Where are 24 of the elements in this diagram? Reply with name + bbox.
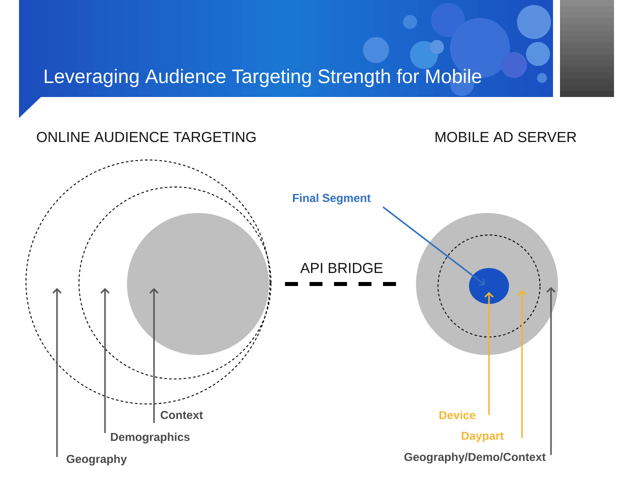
leader-label: Device: [439, 410, 476, 420]
dashed-circle: [26, 160, 270, 404]
leader-arrow: [546, 287, 556, 455]
leader-label: Context: [160, 410, 203, 420]
section-heading: MOBILE AD SERVER: [436, 132, 576, 142]
filled-ellipse: [469, 268, 509, 304]
leader-label: Daypart: [462, 432, 504, 442]
dashed-circle: [78, 186, 272, 380]
leader-arrow: [484, 292, 494, 415]
slide-title: Leveraging Audience Targeting Strength for Mobile: [44, 68, 482, 88]
leader-label: Demographics: [110, 432, 190, 444]
leader-arrow: [382, 206, 485, 286]
leader-label: Geography: [66, 454, 127, 466]
leader-label: Final Segment: [292, 194, 371, 204]
filled-circle: [127, 213, 269, 355]
leader-arrow: [100, 288, 110, 433]
bridge-label: API BRIDGE: [300, 262, 383, 274]
section-heading: ONLINE AUDIENCE TARGETING: [36, 132, 256, 142]
leader-arrow: [517, 290, 527, 438]
leader-arrow: [149, 288, 159, 423]
leader-label: Geography/Demo/Context: [404, 452, 546, 464]
filled-circle: [416, 213, 558, 355]
dashed-circle: [438, 234, 540, 338]
leader-arrow: [52, 288, 62, 457]
